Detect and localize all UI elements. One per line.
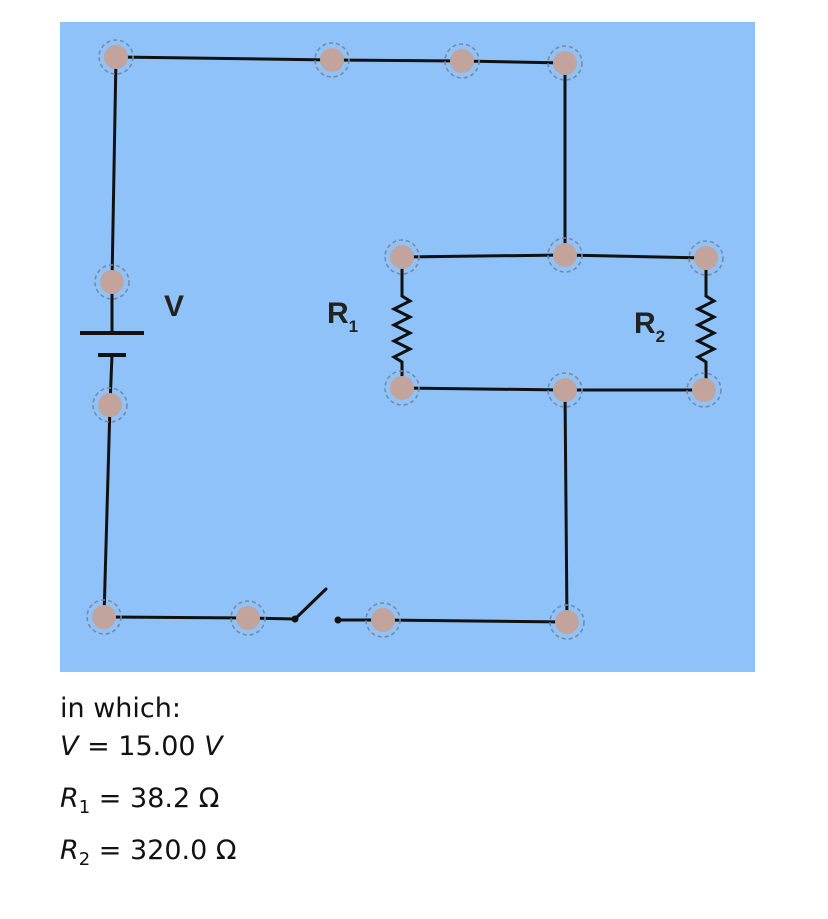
node [94,264,130,300]
resistor-r1 [390,255,414,390]
voltage-symbol: V [60,731,79,762]
node [384,370,420,406]
node [86,599,122,635]
r2-label-letter: R [634,307,656,340]
nodes [86,39,724,640]
battery [80,331,144,357]
switch-pivot [291,615,299,623]
node [688,240,724,276]
r1-value: R1 = 38.2 Ω [60,783,237,819]
node [314,42,350,78]
r1-label-index: 1 [349,317,358,336]
switch-lever [293,587,328,621]
r2-label: R2 [634,307,665,346]
node [384,239,420,275]
node [230,600,266,636]
node [444,43,480,79]
node [98,39,134,75]
given-values: in which: V = 15.00 V R1 = 38.2 Ω R2 = 3… [60,693,237,871]
resistor-r2 [694,256,718,392]
r2-equals: = [90,835,131,866]
node [365,602,401,638]
r1-unit: Ω [198,783,220,814]
intro-text: in which: [60,693,181,724]
battery-label: V [164,290,184,323]
r1-number: 38.2 [130,783,199,814]
voltage-unit: V [204,731,223,762]
node [92,387,128,423]
r1-label-letter: R [327,297,349,330]
node [547,237,583,273]
r2-unit: Ω [215,835,237,866]
voltage-number: 15.00 [118,731,205,762]
r2-label-index: 2 [656,327,665,346]
r1-equals: = [90,783,131,814]
wire-right-trunk-lower [563,388,569,624]
r1-subscript: 1 [78,797,91,818]
r1-symbol: R [60,783,79,814]
r2-value: R2 = 320.0 Ω [60,835,237,871]
r2-subscript: 2 [78,849,91,870]
r2-number: 320.0 [130,835,216,866]
voltage-value: V = 15.00 V [60,732,237,762]
switch-contact [334,616,342,624]
circuit-diagram: V R1 R2 [60,22,755,672]
node [547,45,583,81]
node [549,604,585,640]
node [547,372,583,408]
node [686,372,722,408]
wire-top [114,55,567,65]
r1-label: R1 [327,297,358,336]
r2-symbol: R [60,835,79,866]
voltage-equals: = [78,731,119,762]
switch [291,587,342,624]
